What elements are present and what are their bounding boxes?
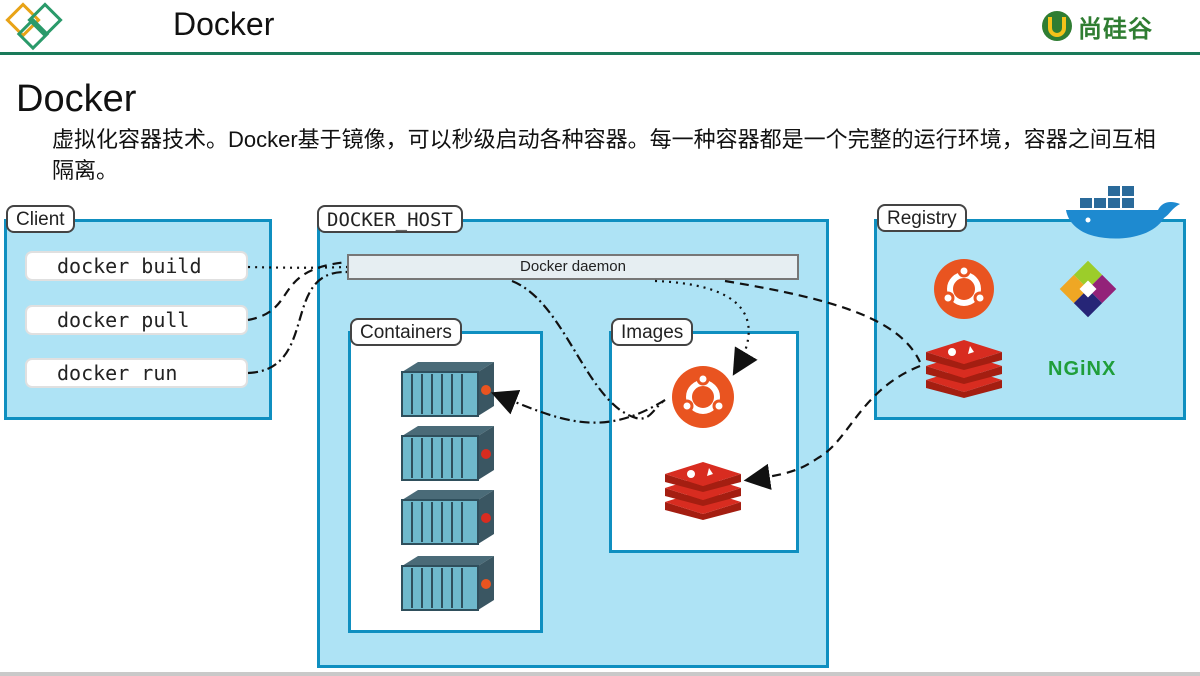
- brand: 尚硅谷: [1040, 6, 1153, 46]
- nginx-logo-text: NGiNX: [1048, 358, 1117, 380]
- ubuntu-image-icon: [672, 366, 734, 428]
- daemon-to-registry-connector: [724, 279, 921, 363]
- daemon-to-container-connector: [511, 279, 666, 420]
- container-icon-3: [401, 490, 494, 545]
- atguigu-logo-icon: [1042, 11, 1072, 41]
- container-icon-1: [401, 362, 494, 417]
- header-divider: [0, 52, 1200, 55]
- bottom-edge: [0, 672, 1200, 676]
- daemon-to-image-connector: [654, 279, 758, 376]
- description: 虚拟化容器技术。Docker基于镜像，可以秒级启动各种容器。每一种容器都是一个完…: [52, 127, 1156, 183]
- command-docker-build: docker build: [25, 251, 248, 281]
- redis-icon: [926, 340, 1002, 398]
- command-docker-pull: docker pull: [25, 305, 248, 335]
- client-label: Client: [6, 205, 75, 233]
- container-icon-2: [401, 426, 494, 481]
- image-to-container-connector: [490, 389, 666, 424]
- diamond-logo-icon: [5, 2, 63, 51]
- docker-host-label: DOCKER_HOST: [317, 205, 463, 233]
- registry-label: Registry: [877, 204, 967, 232]
- page-title: Docker: [16, 78, 137, 120]
- registry-to-image-connector: [743, 364, 921, 490]
- ubuntu-icon: [934, 259, 994, 319]
- pull-connector: [247, 260, 348, 322]
- brand-name: 尚硅谷: [1078, 15, 1153, 43]
- command-docker-run: docker run: [25, 358, 248, 388]
- containers-label: Containers: [350, 318, 462, 346]
- redis-image-icon: [665, 462, 741, 520]
- docker-whale-icon: [1066, 186, 1180, 239]
- images-label: Images: [611, 318, 694, 346]
- container-icon-4: [401, 556, 494, 611]
- centos-icon: [1059, 260, 1117, 318]
- header-title: Docker: [173, 6, 275, 42]
- docker-daemon: Docker daemon: [347, 254, 799, 280]
- build-connector: [247, 265, 348, 269]
- run-connector: [247, 270, 348, 375]
